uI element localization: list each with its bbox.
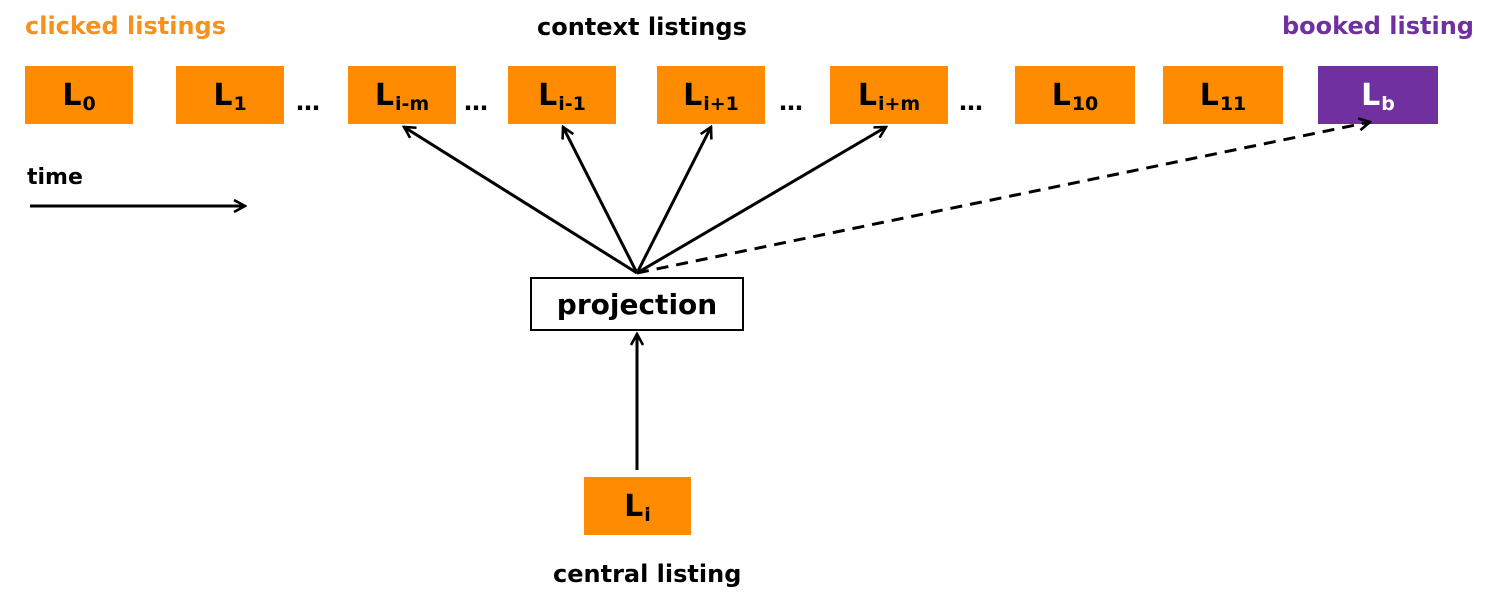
arrow-to-li+1: [635, 127, 711, 274]
listing-base: L: [857, 77, 877, 113]
listing-base: L: [1051, 77, 1071, 113]
arrow-to-li-m: [404, 127, 638, 275]
listing-base: L: [62, 77, 82, 113]
projection-label: projection: [556, 287, 718, 321]
booked-listing-label: booked listing: [1282, 12, 1474, 40]
listing-sub: 11: [1219, 93, 1247, 115]
listing-base: L: [213, 77, 233, 113]
listing-sub: i: [644, 504, 651, 526]
context-listings-label: context listings: [537, 13, 747, 41]
listing-sub: b: [1381, 93, 1395, 115]
ellipsis: …: [296, 88, 320, 116]
listing-base: L: [538, 77, 558, 113]
listing-sub: 0: [82, 93, 96, 115]
listing-sub: i+m: [877, 93, 921, 115]
ellipsis: …: [464, 88, 488, 116]
ellipsis: …: [959, 88, 983, 116]
ellipsis: …: [779, 88, 803, 116]
listing-base: L: [624, 488, 644, 524]
listing-sub: i+1: [703, 93, 739, 115]
listing-sub: i-1: [558, 93, 586, 115]
clicked-listings-label: clicked listings: [25, 12, 227, 40]
listing-sub: i-m: [394, 93, 430, 115]
listing-base: L: [683, 77, 703, 113]
listing-base: L: [1361, 77, 1381, 113]
central-listing-label: central listing: [553, 560, 742, 588]
listing-sub: 1: [233, 93, 247, 115]
arrow-to-li-1: [563, 127, 639, 274]
projection-box: projection: [530, 277, 744, 331]
listing-base: L: [374, 77, 394, 113]
time-label: time: [27, 165, 83, 190]
dashed-arrow-to-lb: [636, 122, 1370, 275]
listing-base: L: [1199, 77, 1219, 113]
arrow-to-li+m: [636, 127, 886, 275]
listing-sub: 10: [1071, 93, 1099, 115]
